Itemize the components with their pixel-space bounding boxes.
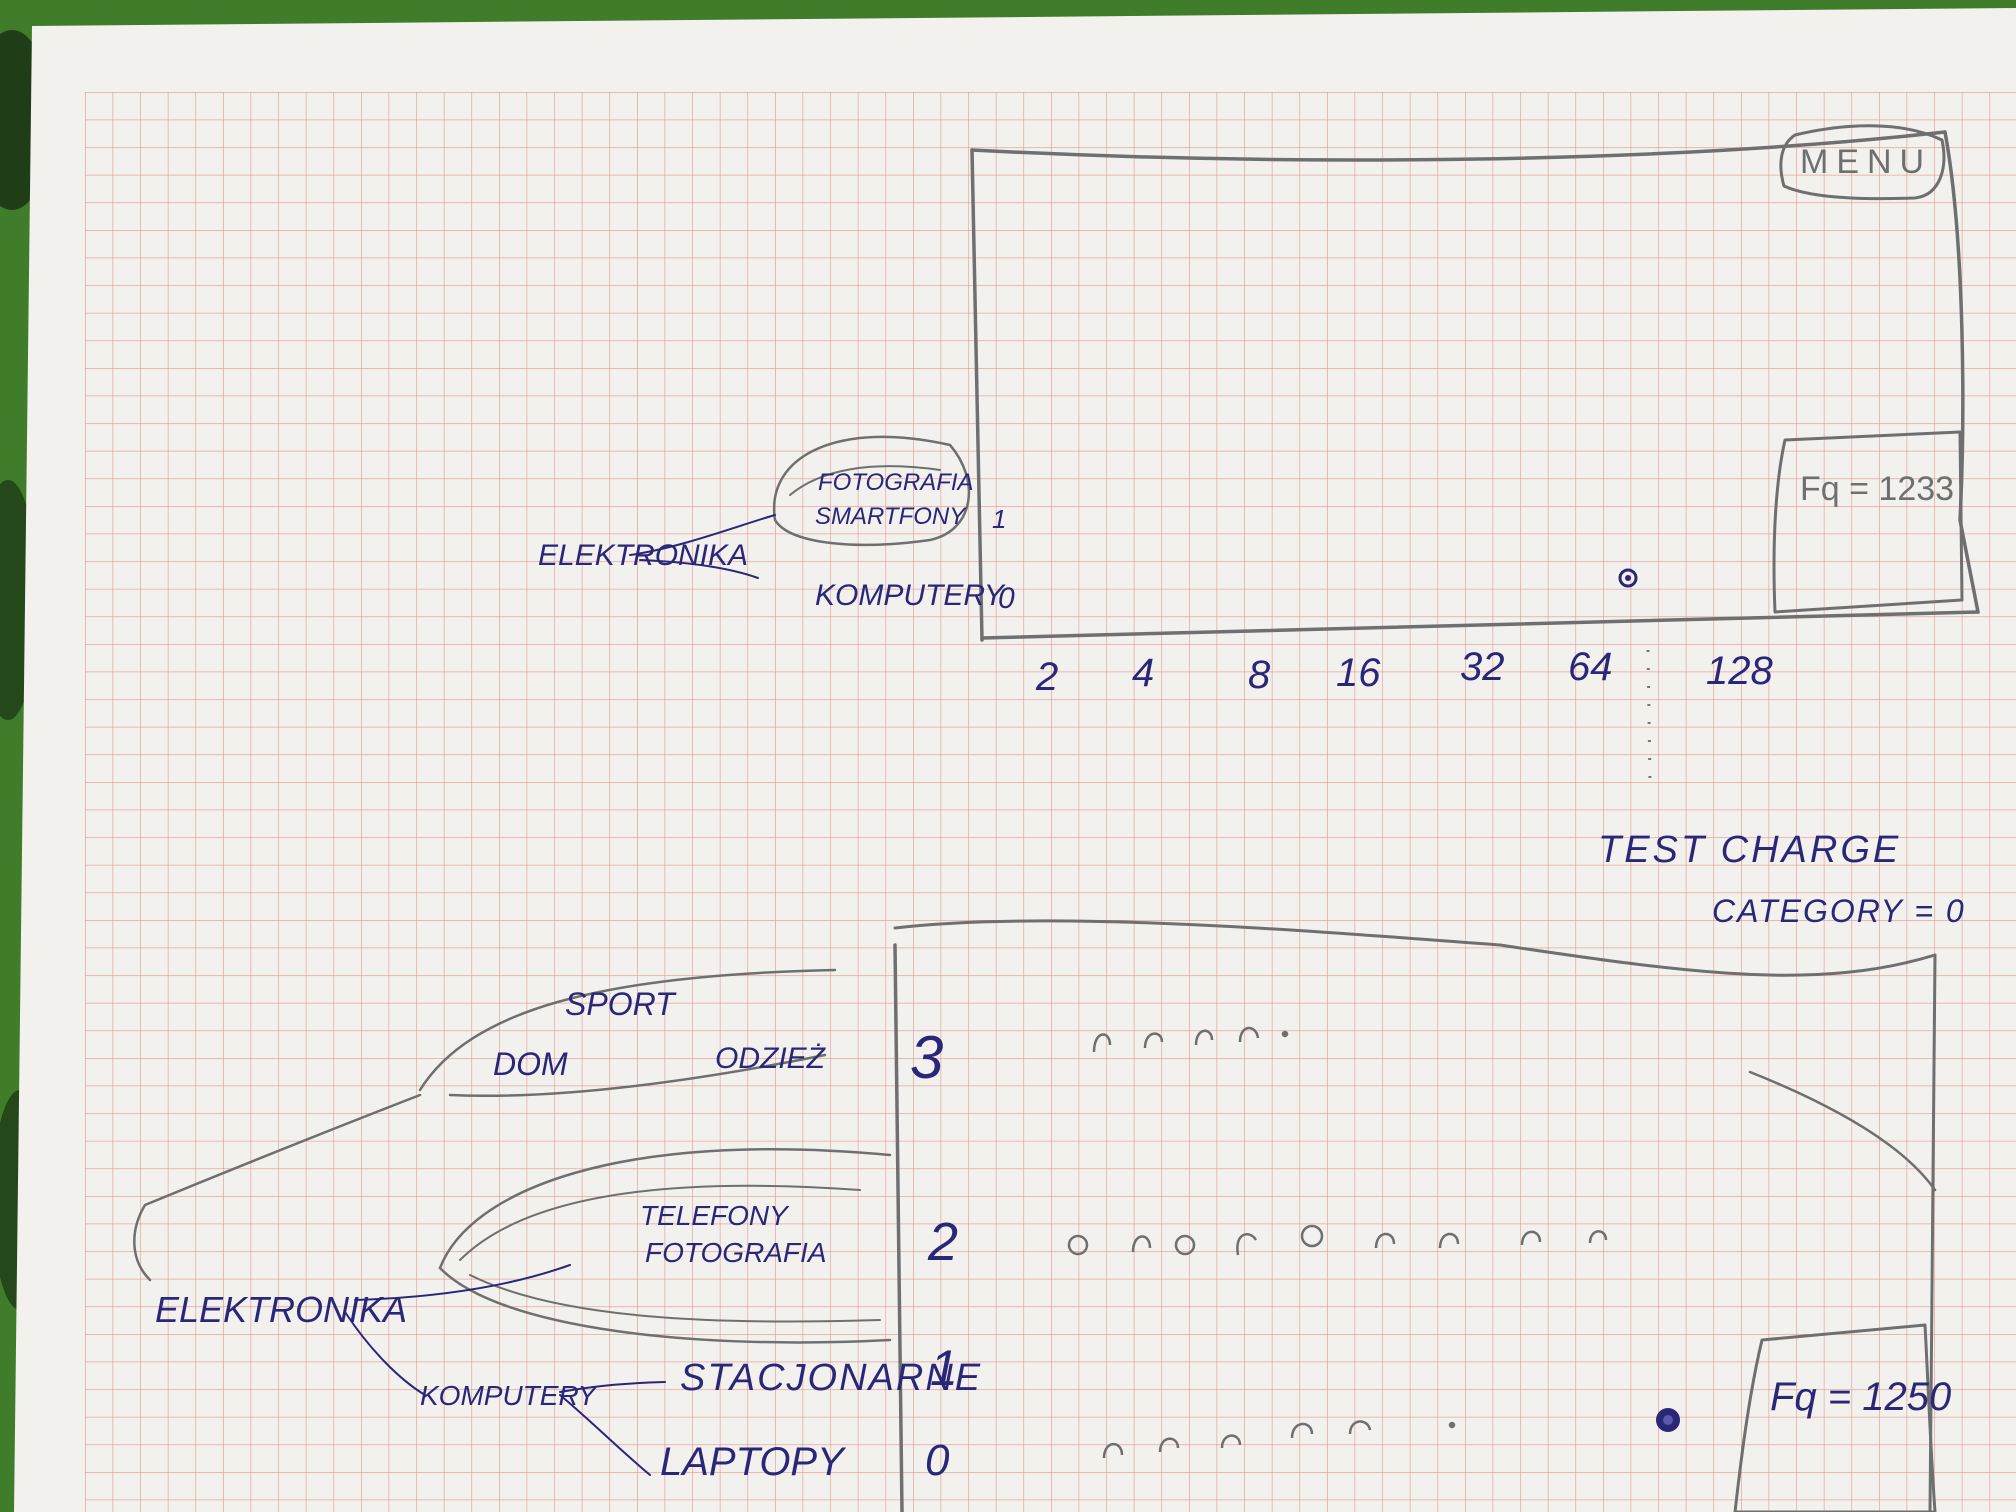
bottom-y-tick-1: 1 xyxy=(930,1340,958,1396)
particle-row-level-0 xyxy=(1102,1420,1456,1459)
bottom-force-label: Fq = 1250 xyxy=(1770,1375,1951,1419)
test-charge-line-1: TEST CHARGE xyxy=(1598,829,1901,871)
top-tree-group-1: FOTOGRAFIA xyxy=(818,469,974,496)
menu-button[interactable]: MENU xyxy=(1779,124,1946,201)
bottom-tree-fotografia: FOTOGRAFIA xyxy=(645,1237,827,1268)
bottom-test-charge-marker xyxy=(1656,1408,1680,1432)
paper-sheet xyxy=(14,8,2016,1512)
bottom-tree-komputery: KOMPUTERY xyxy=(420,1380,599,1411)
menu-label: MENU xyxy=(1800,143,1932,181)
bottom-tree-root: ELEKTRONIKA xyxy=(155,1289,407,1330)
bottom-tree-laptopy: LAPTOPY xyxy=(660,1440,847,1484)
bottom-tree-telefony: TELEFONY xyxy=(640,1200,790,1231)
bottom-force-box: Fq = 1250 xyxy=(1733,1323,1951,1512)
top-x-tick-128: 128 xyxy=(1706,649,1773,693)
particle-row-level-2 xyxy=(1067,1224,1608,1256)
top-x-tick-64: 64 xyxy=(1568,645,1613,689)
bottom-tree-sport: SPORT xyxy=(565,986,677,1022)
top-x-tick-16: 16 xyxy=(1336,651,1381,695)
top-tree-leaf: KOMPUTERY xyxy=(815,579,1006,612)
top-y-axis-ticks: 1 0 xyxy=(992,504,1015,615)
top-tree-group-2: SMARTFONY xyxy=(815,503,967,530)
top-force-box: Fq = 1233 xyxy=(1772,430,1964,614)
top-y-tick-1: 1 xyxy=(992,504,1006,534)
bottom-tree-dom: DOM xyxy=(493,1046,568,1082)
particle-row-level-3 xyxy=(1092,1026,1289,1053)
bottom-tree-odziez: ODZIEŻ xyxy=(715,1042,827,1075)
top-y-tick-0: 0 xyxy=(998,582,1015,615)
bottom-category-tree: SPORT DOM ODZIEŻ ELEKTRONIKA TELEFONY FO… xyxy=(133,968,982,1484)
bottom-y-tick-2: 2 xyxy=(927,1212,958,1272)
top-x-tick-4: 4 xyxy=(1132,651,1154,695)
top-category-tree: ELEKTRONIKA FOTOGRAFIA SMARTFONY KOMPUTE… xyxy=(538,435,1006,612)
top-test-charge-marker xyxy=(1618,568,1652,781)
bottom-y-axis-ticks: 3 2 1 0 xyxy=(910,1024,958,1485)
bottom-tree-stacjonarne: STACJONARNE xyxy=(680,1357,982,1399)
bottom-y-tick-3: 3 xyxy=(910,1024,943,1091)
top-x-axis-ticks: 2 4 8 16 32 64 128 xyxy=(1035,645,1773,699)
top-x-tick-2: 2 xyxy=(1035,655,1058,699)
top-tree-root: ELEKTRONIKA xyxy=(538,539,748,572)
top-x-tick-32: 32 xyxy=(1460,645,1505,689)
test-charge-line-2: CATEGORY = 0 xyxy=(1712,893,1966,929)
top-force-label: Fq = 1233 xyxy=(1800,470,1954,508)
test-charge-note: TEST CHARGE CATEGORY = 0 xyxy=(1598,829,1966,929)
top-x-tick-8: 8 xyxy=(1248,653,1271,697)
bottom-y-tick-0: 0 xyxy=(925,1436,950,1485)
